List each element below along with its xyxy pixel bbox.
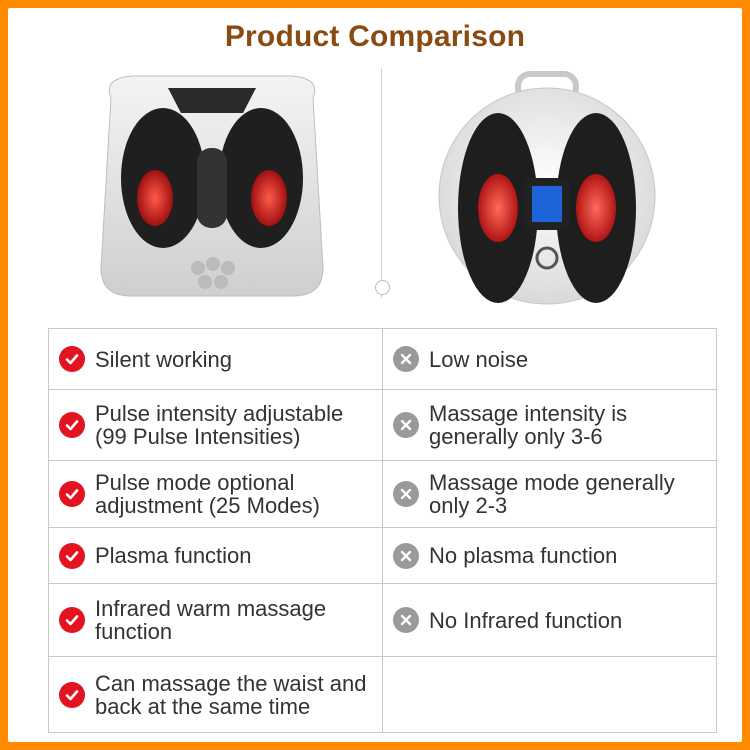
- competitor-cell: Low noise: [382, 328, 717, 390]
- table-row: Can massage the waist and back at the sa…: [48, 656, 717, 733]
- feature-cell: Infrared warm massage function: [48, 583, 383, 657]
- competitor-text: Massage intensity is generally only 3-6: [429, 401, 628, 449]
- feature-text: Pulse mode optional adjustment (25 Modes…: [95, 470, 320, 518]
- product-image-right: [438, 71, 656, 305]
- competitor-cell: No Infrared function: [382, 583, 717, 657]
- competitor-cell: Massage mode generally only 2-3: [382, 460, 717, 528]
- feature-text: Pulse intensity adjustable (99 Pulse Int…: [95, 401, 344, 449]
- check-circle-icon: [59, 681, 85, 708]
- competitor-text: Low noise: [429, 346, 529, 372]
- feature-cell: Silent working: [48, 328, 383, 390]
- page-title: Product Comparison: [224, 20, 526, 53]
- competitor-cell-empty: [382, 656, 717, 733]
- product-image-left: [100, 75, 324, 297]
- table-row: Infrared warm massage function No Infrar…: [48, 583, 717, 657]
- cross-circle-icon: [393, 607, 419, 633]
- feature-text: Can massage the waist and back at the sa…: [95, 670, 367, 719]
- check-circle-icon: [59, 481, 85, 507]
- check-circle-icon: [59, 542, 85, 569]
- table-row: Pulse intensity adjustable (99 Pulse Int…: [48, 389, 717, 461]
- feature-cell: Can massage the waist and back at the sa…: [48, 656, 383, 733]
- check-circle-icon: [59, 346, 85, 372]
- cross-circle-icon: [393, 346, 419, 372]
- table-row: Plasma function No plasma function: [48, 527, 717, 584]
- feature-text: Silent working: [95, 346, 232, 372]
- competitor-text: No plasma function: [429, 543, 618, 568]
- feature-cell: Pulse mode optional adjustment (25 Modes…: [48, 460, 383, 528]
- feature-cell: Pulse intensity adjustable (99 Pulse Int…: [48, 389, 383, 461]
- feature-text: Plasma function: [95, 543, 252, 568]
- cross-circle-icon: [393, 542, 419, 569]
- cross-circle-icon: [393, 481, 419, 507]
- comparison-card: Product Comparison: [8, 8, 742, 742]
- table-row: Pulse mode optional adjustment (25 Modes…: [48, 460, 717, 528]
- competitor-text: Massage mode generally only 2-3: [429, 470, 675, 518]
- feature-cell: Plasma function: [48, 527, 383, 584]
- divider-dot: [375, 280, 390, 295]
- competitor-text: No Infrared function: [429, 607, 623, 633]
- feature-text: Infrared warm massage function: [95, 596, 327, 644]
- comparison-table: Silent working Low noise Pulse intensity…: [48, 328, 717, 733]
- competitor-cell: No plasma function: [382, 527, 717, 584]
- table-row: Silent working Low noise: [48, 328, 717, 390]
- check-circle-icon: [59, 607, 85, 633]
- competitor-cell: Massage intensity is generally only 3-6: [382, 389, 717, 461]
- column-divider: [381, 68, 382, 298]
- check-circle-icon: [59, 412, 85, 438]
- cross-circle-icon: [393, 412, 419, 438]
